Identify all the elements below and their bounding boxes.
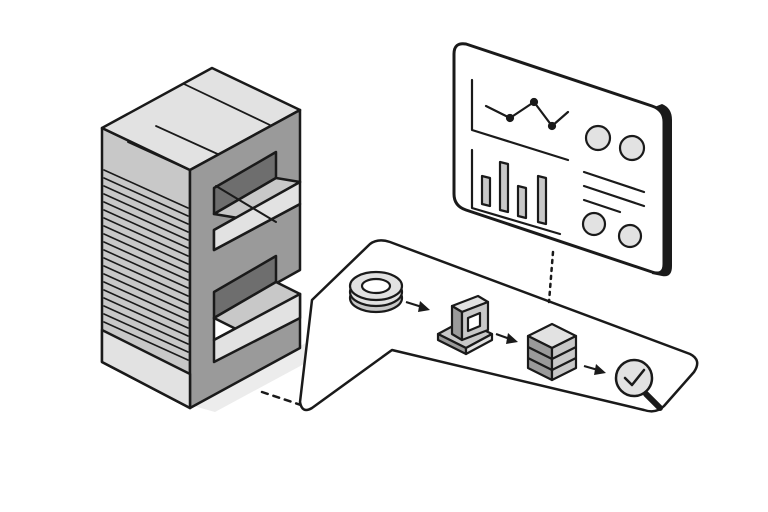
line-chart-icon xyxy=(470,78,570,162)
dashboard-link-dotted xyxy=(547,250,555,304)
lower-notch-ledge xyxy=(212,292,302,364)
circle-indicator-icon xyxy=(581,211,643,249)
circle-indicator-icon xyxy=(584,124,646,162)
text-lines-icon xyxy=(582,170,646,214)
bar-chart-icon xyxy=(470,148,562,236)
processing-machine-icon xyxy=(436,294,494,356)
arrow-right-icon xyxy=(495,332,518,344)
upper-notch-rail xyxy=(215,185,277,223)
layered-stack-icon xyxy=(526,322,578,382)
magnifier-check-icon xyxy=(614,358,663,411)
coin-stack-icon xyxy=(348,270,404,314)
monitor-screen xyxy=(452,42,666,275)
building-stripes xyxy=(103,169,189,361)
upper-notch-ledge xyxy=(212,180,302,252)
arrow-right-icon xyxy=(583,364,606,375)
building-top-seam-3 xyxy=(183,83,273,127)
letter-e-building-icon xyxy=(100,66,330,412)
arrow-right-icon xyxy=(405,300,430,312)
dashboard-monitor-icon xyxy=(452,42,672,277)
building-base-band xyxy=(100,328,192,410)
